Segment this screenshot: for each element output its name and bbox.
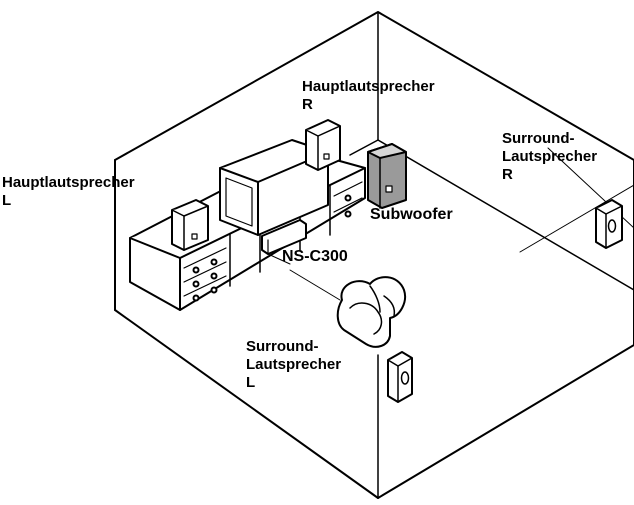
room-back-floor-right (377, 139, 634, 291)
room-back-floor-left (349, 139, 379, 156)
label-main-right-line2: R (302, 96, 313, 113)
surround-right-guide-b (519, 184, 634, 253)
room-floor-left-edge (114, 309, 379, 499)
center-speaker-shape (261, 219, 307, 255)
label-main-left: Hauptlautsprecher L (2, 174, 135, 210)
label-surround-left: Surround- Lautsprecher L (246, 338, 341, 392)
label-surround-right-line3: R (502, 166, 513, 183)
room-walls (114, 11, 634, 499)
label-subwoofer: Subwoofer (370, 206, 453, 223)
surround-speaker-left-shape (387, 351, 413, 403)
label-surround-right-line1: Surround- (502, 130, 575, 147)
label-surround-left-line3: L (246, 374, 256, 391)
label-center-speaker: NS-C300 (282, 248, 348, 265)
subwoofer-shape (367, 143, 407, 209)
television (219, 139, 329, 236)
main-speaker-right-shape (305, 119, 341, 171)
label-main-right: Hauptlautsprecher R (302, 78, 435, 114)
label-surround-right: Surround- Lautsprecher R (502, 130, 597, 184)
label-main-right-line1: Hauptlautsprecher (302, 78, 435, 95)
label-main-left-line2: L (2, 192, 12, 209)
label-surround-right-line2: Lautsprecher (502, 148, 598, 165)
label-surround-left-line1: Surround- (246, 338, 319, 355)
label-main-left-line1: Hauptlautsprecher (2, 174, 135, 191)
floor-guide-line (289, 269, 341, 301)
room-floor-right-edge (377, 344, 634, 499)
center-leader-line (267, 253, 291, 265)
label-surround-left-line2: Lautsprecher (246, 356, 342, 373)
armchair (336, 276, 406, 348)
surround-speaker-right-shape (595, 199, 623, 249)
main-speaker-left-shape (171, 199, 209, 251)
